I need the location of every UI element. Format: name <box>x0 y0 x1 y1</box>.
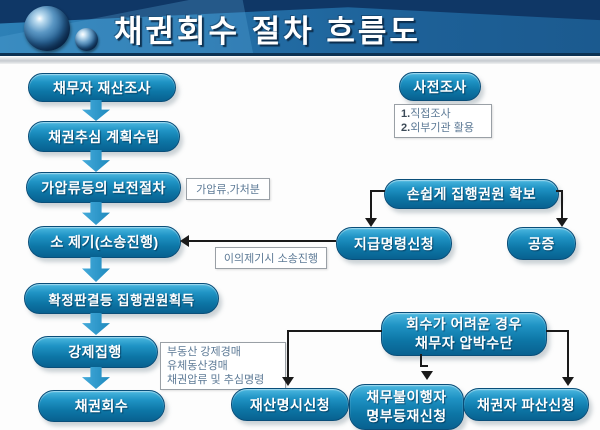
connector-line <box>189 240 336 242</box>
down-block-arrow-4-icon <box>82 257 110 282</box>
property-disclosure-box: 재산명시신청 <box>231 388 349 421</box>
flow-step-label: 소 제기(소송진행) <box>50 234 159 250</box>
header-divider-strip <box>0 56 600 64</box>
preservation-note-text: 가압류,가처분 <box>196 184 260 196</box>
pre-investigation-label: 사전조사 <box>413 78 467 95</box>
note-text: 직접조사 <box>410 108 451 120</box>
down-block-arrow-1-icon <box>82 100 110 121</box>
objection-note-text: 이의제기시 소송진행 <box>223 253 319 265</box>
arrowhead-down-icon <box>556 218 568 227</box>
arrowhead-down-icon <box>421 371 433 380</box>
flow-step-final-judgment-title: 확정판결등 집행권원획득 <box>24 283 219 314</box>
flow-step-debtor-property-investigation: 채무자 재산조사 <box>28 73 176 102</box>
flow-step-label: 확정판결등 집행권원획득 <box>48 292 195 308</box>
flow-step-label: 강제집행 <box>68 344 122 360</box>
note-number: 1. <box>401 108 411 120</box>
execution-note-line: 부동산 강제경매 <box>167 346 241 358</box>
connector-line <box>370 190 372 219</box>
note-text: 외부기관 활용 <box>410 122 474 134</box>
easy-execution-title-box: 손쉽게 집행권원 확보 <box>384 179 559 209</box>
down-block-arrow-5-icon <box>82 313 110 335</box>
down-block-arrow-6-icon <box>82 367 110 389</box>
flow-step-preservation-procedure: 가압류등의 보전절차 <box>26 172 181 203</box>
objection-note: 이의제기시 소송진행 <box>215 247 327 269</box>
connector-line <box>370 190 385 192</box>
connector-line <box>287 330 382 332</box>
creditor-bankruptcy-label: 채권자 파산신청 <box>476 396 576 413</box>
pre-investigation-note: 1.직접조사 2.외부기관 활용 <box>394 104 492 138</box>
flow-step-compulsory-execution: 강제집행 <box>32 336 158 368</box>
pressure-line2: 채무자 압박수단 <box>414 335 514 351</box>
defaulter-registry-box: 채무불이행자 명부등재신청 <box>349 384 464 430</box>
preservation-note: 가압류,가처분 <box>186 178 270 200</box>
note-number: 2. <box>401 122 411 134</box>
flow-step-debt-recovered: 채권회수 <box>38 390 165 422</box>
property-disclosure-label: 재산명시신청 <box>249 396 331 413</box>
connector-line <box>420 354 422 367</box>
down-block-arrow-3-icon <box>82 202 110 225</box>
arrowhead-down-icon <box>562 377 574 386</box>
payment-order-box: 지급명령신청 <box>336 227 452 260</box>
notarization-label: 공증 <box>528 235 555 252</box>
creditor-bankruptcy-box: 채권자 파산신청 <box>463 388 589 421</box>
logo-sphere-small-icon <box>75 28 98 51</box>
flow-step-file-lawsuit: 소 제기(소송진행) <box>28 226 181 258</box>
connector-line <box>567 330 569 378</box>
page-title: 채권회수 절차 흐름도 <box>114 14 421 49</box>
connector-line <box>546 330 569 332</box>
connector-line <box>556 190 563 192</box>
header-banner: 채권회수 절차 흐름도 <box>0 0 600 56</box>
execution-note-line: 유체동산경매 <box>167 360 228 372</box>
execution-methods-note: 부동산 강제경매 유체동산경매 채권압류 및 추심명령 <box>160 342 286 390</box>
logo-sphere-large-icon <box>24 6 70 51</box>
arrowhead-down-icon <box>365 218 377 227</box>
flow-step-label: 가압류등의 보전절차 <box>41 179 166 196</box>
pre-investigation-note-line: 2.외부기관 활용 <box>401 121 474 135</box>
header-bottom-edge <box>0 53 600 56</box>
defaulter-line1: 채무불이행자 <box>366 389 447 405</box>
payment-order-label: 지급명령신청 <box>353 235 435 252</box>
connector-line <box>561 190 563 219</box>
flow-step-label: 채무자 재산조사 <box>52 79 152 96</box>
arrowhead-left-icon <box>180 235 189 247</box>
connector-line <box>420 365 428 367</box>
connector-line <box>287 330 289 378</box>
execution-note-line: 채권압류 및 추심명령 <box>167 374 265 386</box>
down-block-arrow-2-icon <box>82 150 110 172</box>
pressure-line1: 회수가 어려운 경우 <box>406 316 522 332</box>
pre-investigation-box: 사전조사 <box>399 72 481 101</box>
flow-step-collection-plan: 채권추심 계획수립 <box>28 121 180 152</box>
notarization-box: 공증 <box>507 227 576 260</box>
pressure-means-box: 회수가 어려운 경우 채무자 압박수단 <box>381 312 547 356</box>
arrowhead-down-icon <box>282 377 294 386</box>
defaulter-line2: 명부등재신청 <box>366 408 447 424</box>
flow-step-label: 채권회수 <box>74 398 129 414</box>
pre-investigation-note-line: 1.직접조사 <box>401 107 451 121</box>
flow-step-label: 채권추심 계획수립 <box>48 128 160 145</box>
easy-execution-title-label: 손쉽게 집행권원 확보 <box>406 186 537 202</box>
